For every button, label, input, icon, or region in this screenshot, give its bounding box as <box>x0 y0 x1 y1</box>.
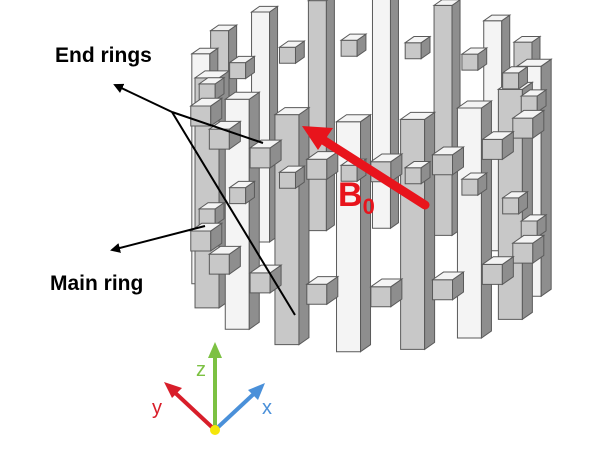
end-ring-segment-top-5 <box>248 139 283 169</box>
end-ring-segment-top-15 <box>519 88 548 113</box>
end-ring-segment-bottom-14 <box>501 190 530 215</box>
end-ring-segment-top-7 <box>189 97 224 127</box>
rung-13 <box>432 0 461 237</box>
end-ring-segment-bottom-3 <box>369 278 404 308</box>
main-ring-label: Main ring <box>50 272 144 295</box>
end-ring-segment-bottom-10 <box>277 165 306 190</box>
end-ring-segment-bottom-13 <box>460 172 489 197</box>
end-ring-segment-top-1 <box>480 130 515 161</box>
end-ring-segment-top-13 <box>460 47 489 72</box>
y-axis <box>168 386 217 432</box>
end-ring-segment-top-8 <box>197 76 226 101</box>
end-ring-segment-bottom-12 <box>403 160 432 185</box>
x-axis-label: x <box>262 397 272 419</box>
end-ring-segment-top-4 <box>305 150 340 181</box>
end-ring-segment-bottom-2 <box>430 271 466 301</box>
rung-12 <box>371 0 399 230</box>
origin-dot <box>210 425 220 435</box>
y-axis-label: y <box>152 397 162 419</box>
end-ring-segment-top-2 <box>430 146 466 176</box>
xyz-axes-icon: z y x <box>152 342 272 435</box>
end-ring-segment-bottom-8 <box>197 201 226 226</box>
b0-label: B0 <box>338 176 375 219</box>
end-ring-segment-bottom-9 <box>228 180 257 205</box>
end-ring-segments <box>189 33 548 308</box>
end-ring-segment-top-12 <box>403 35 432 60</box>
end-ring-segment-bottom-0 <box>511 234 546 265</box>
end-ring-segment-top-11 <box>339 33 368 58</box>
end-ring-segment-bottom-5 <box>248 264 283 294</box>
end-ring-segment-top-6 <box>207 120 242 151</box>
end-rings-pointers <box>113 83 296 316</box>
end-ring-segment-bottom-1 <box>480 255 515 286</box>
end-ring-segment-bottom-15 <box>519 213 548 238</box>
end-ring-segment-top-10 <box>277 40 306 65</box>
end-ring-segment-bottom-7 <box>189 222 224 252</box>
end-ring-segment-bottom-6 <box>207 245 242 276</box>
rung-3 <box>399 111 437 351</box>
end-ring-segment-top-9 <box>228 55 257 80</box>
end-ring-segment-top-14 <box>501 65 530 90</box>
x-axis <box>213 388 260 432</box>
end-rings-label: End rings <box>55 44 152 67</box>
b0-field-arrow <box>302 126 430 210</box>
main-ring-pointer <box>110 225 206 253</box>
end-ring-segment-bottom-4 <box>305 275 340 306</box>
z-axis-label: z <box>196 359 206 381</box>
rung-11 <box>306 0 335 232</box>
end-ring-segment-top-0 <box>511 109 546 140</box>
